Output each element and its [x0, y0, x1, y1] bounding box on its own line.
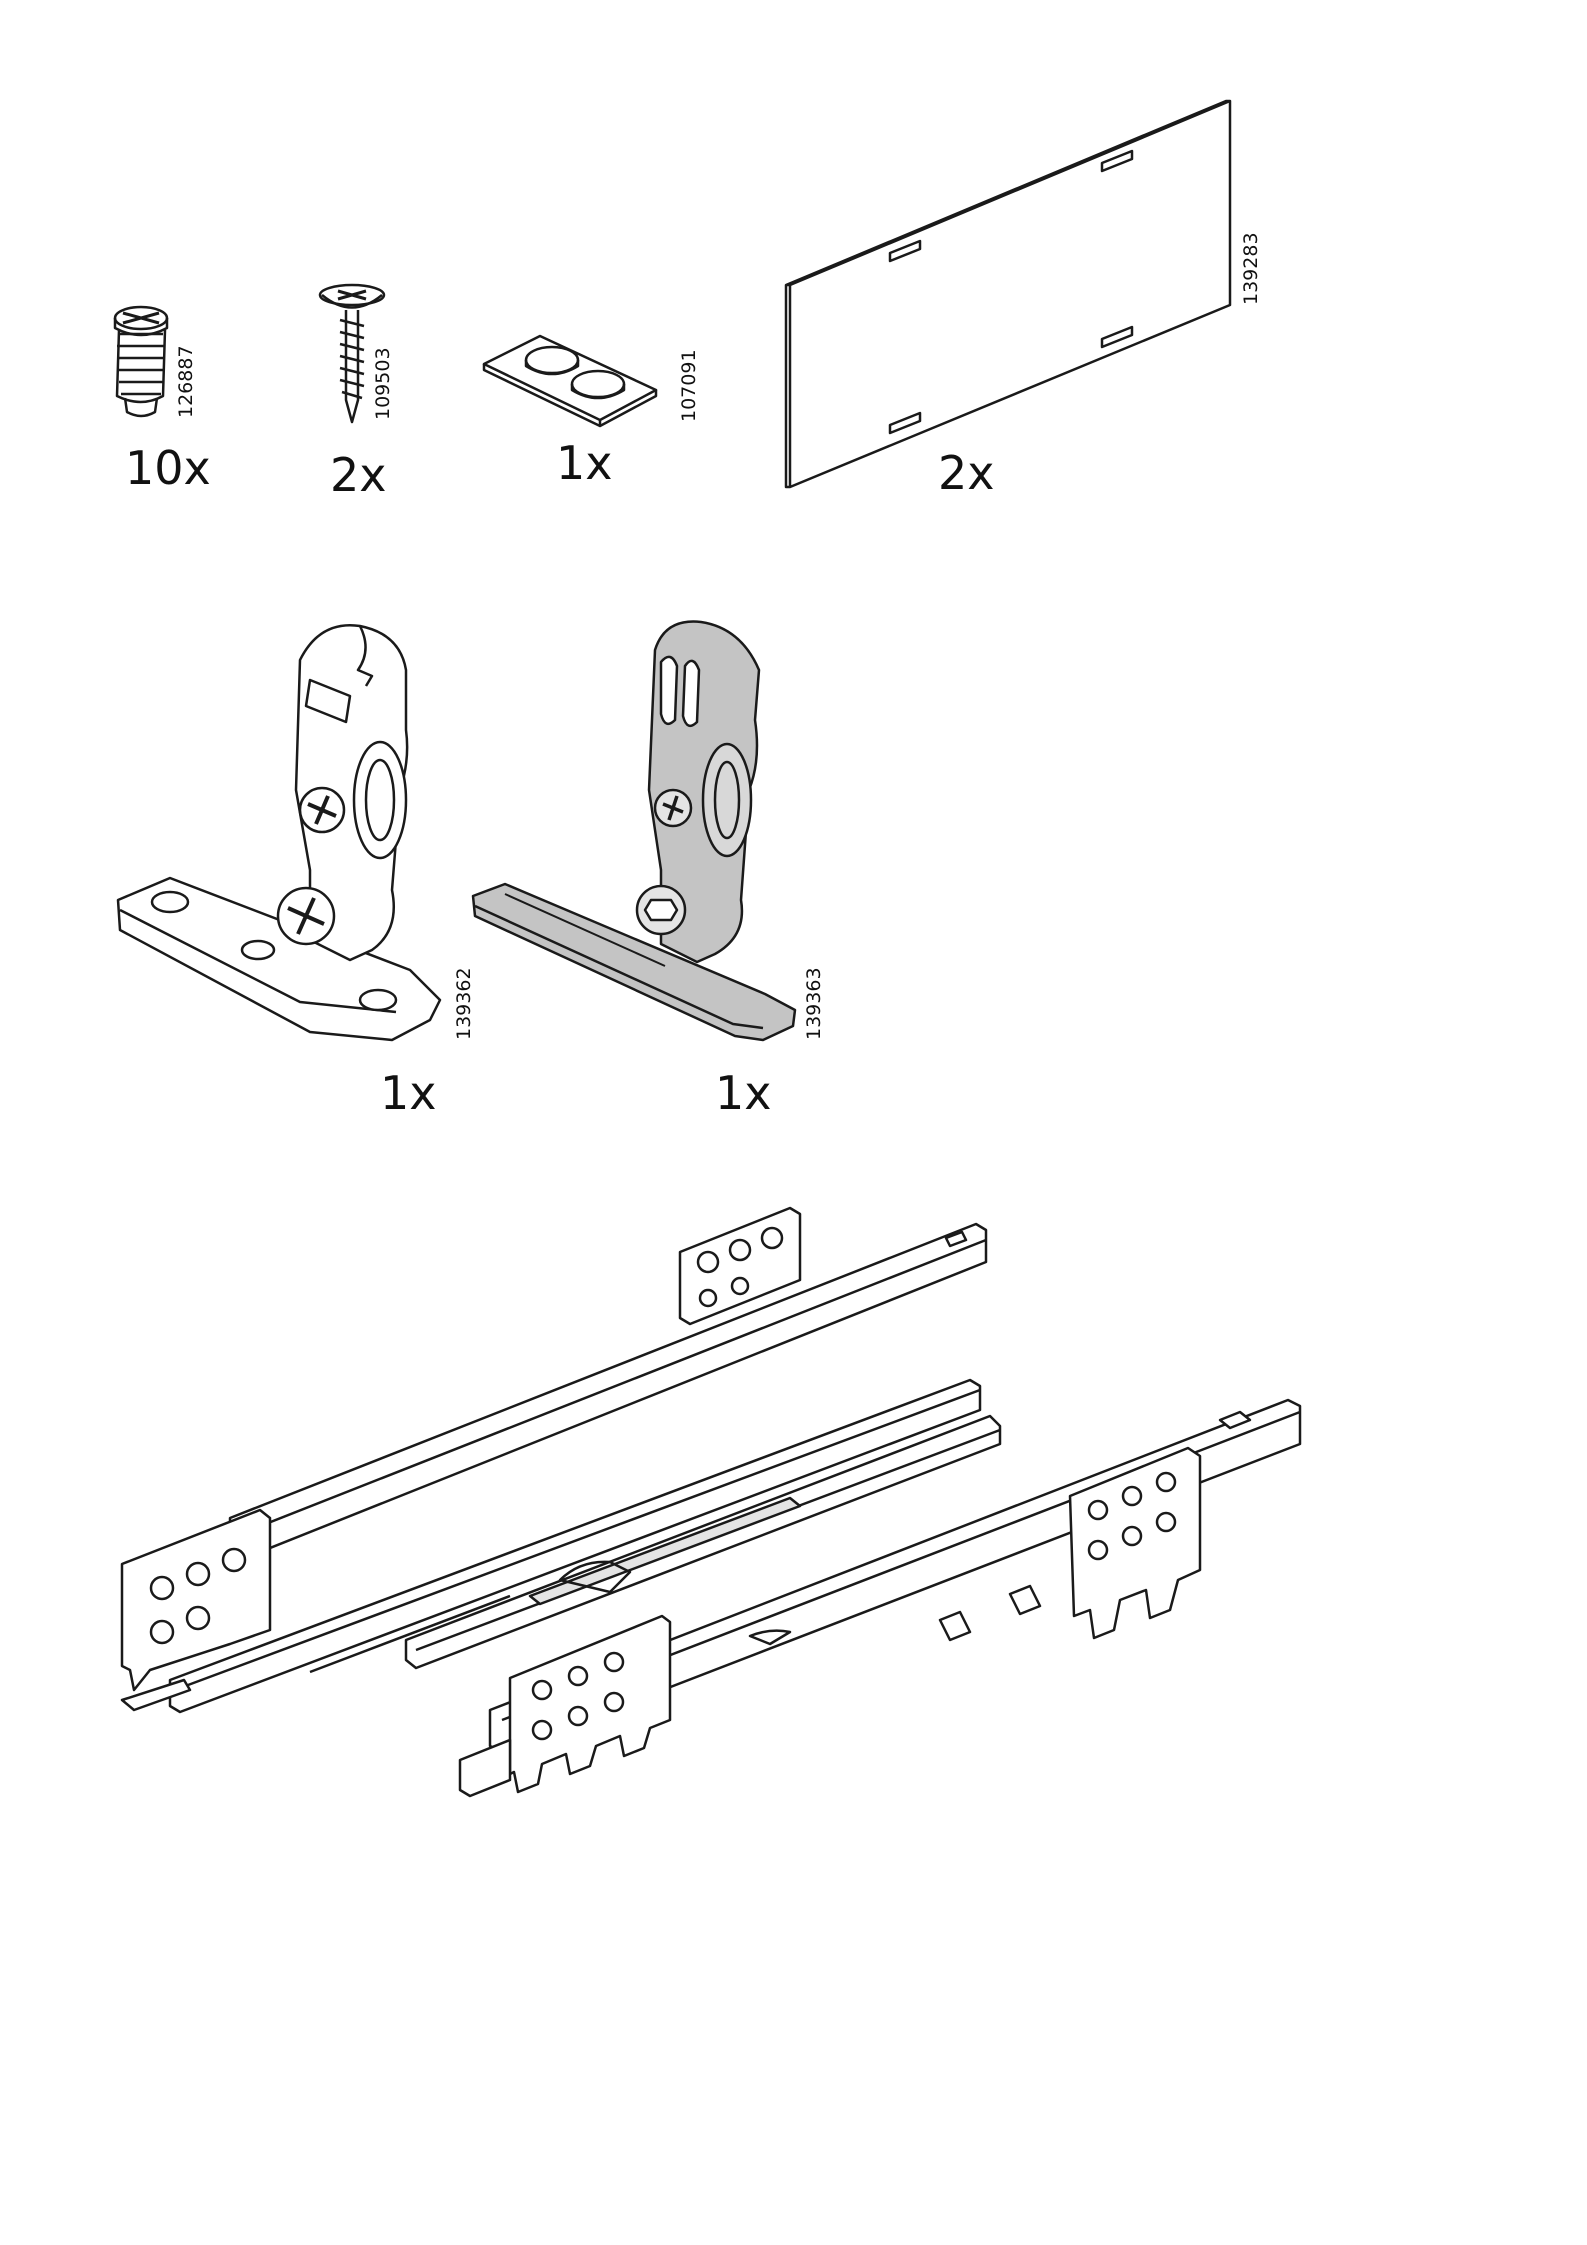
part-qty: 2x — [938, 450, 995, 496]
part-bumper-pads: 1x 107091 — [480, 320, 700, 495]
part-article-number: 109503 — [374, 347, 393, 420]
drawer-rails — [110, 1200, 1330, 1800]
part-qty: 10x — [125, 445, 211, 491]
bumper-pad-sheet-icon — [480, 320, 660, 430]
part-bracket-left: 1x 139362 — [110, 610, 470, 1130]
part-wood-screw: 2x 109503 — [318, 280, 428, 500]
part-article-number: 107091 — [680, 349, 699, 422]
part-dowel: 10x 126887 — [105, 300, 225, 490]
part-qty: 2x — [330, 452, 387, 498]
part-qty: 1x — [556, 440, 613, 486]
part-panel: 2x 139283 — [780, 95, 1280, 505]
part-article-number: 126887 — [177, 345, 196, 418]
part-qty: 1x — [715, 1070, 772, 1116]
adjuster-bracket-icon — [465, 610, 815, 1050]
part-qty: 1x — [380, 1070, 437, 1116]
part-bracket-right: 1x 139363 — [465, 610, 825, 1130]
part-article-number: 139363 — [805, 967, 824, 1040]
adjuster-bracket-icon — [110, 610, 460, 1050]
part-article-number: 139283 — [1242, 232, 1261, 305]
drawer-runner-pair-icon — [110, 1200, 1320, 1800]
panel-board-icon — [780, 95, 1240, 495]
